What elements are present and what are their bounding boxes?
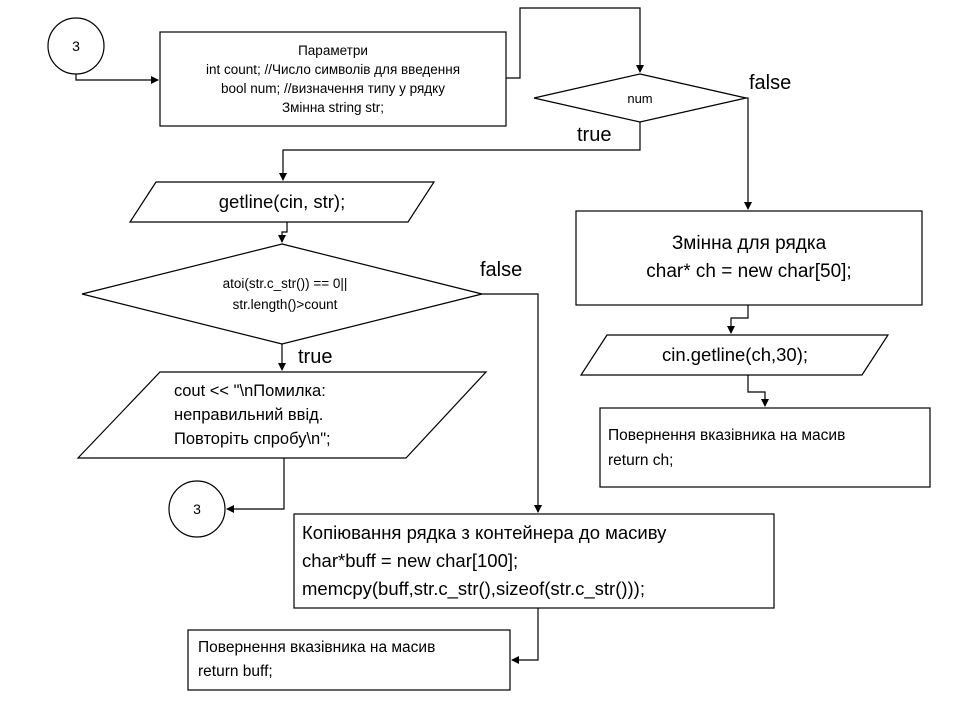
error-output-line-2: неправильний ввід. xyxy=(174,406,324,424)
edge-num-false xyxy=(744,97,752,210)
params-line-1: Параметри xyxy=(298,43,368,58)
connector-bottom-text: 3 xyxy=(193,501,201,517)
char-block-line-1: Змінна для рядка xyxy=(671,233,827,254)
edge-check-false xyxy=(482,293,542,513)
connector-bottom-label: 3 xyxy=(169,481,225,537)
label-check-false: false xyxy=(480,259,523,281)
return-ch-shape xyxy=(599,407,931,488)
char-block-line-2: char* ch = new char[50]; xyxy=(646,261,852,282)
params-line-2: int count; //Число символів для введення xyxy=(205,62,461,77)
params-block: Параметри int count; //Число символів дл… xyxy=(160,32,506,126)
error-output: cout << "\nПомилка: неправильний ввід. П… xyxy=(174,374,394,456)
decision-check-line-2: str.length()>count xyxy=(232,297,338,312)
copy-line-1: Копіювання рядка з контейнера до масиву xyxy=(302,522,667,543)
edge-getline-to-check xyxy=(278,222,288,243)
copy-line-3: memcpy(buff,str.c_str(),sizeof(str.c_str… xyxy=(302,578,645,599)
return-ch-line-1: Повернення вказівника на масив xyxy=(608,426,846,444)
getline-io-shape xyxy=(128,181,436,223)
return-buff-shape xyxy=(187,629,511,691)
decision-num: num xyxy=(590,86,690,110)
cin-getline-io: cin.getline(ch,30); xyxy=(585,335,885,375)
decision-check-line-1: atoi(str.c_str()) == 0|| xyxy=(222,276,348,291)
error-output-line-1: cout << "\nПомилка: xyxy=(174,382,326,400)
getline-io-text: getline(cin, str); xyxy=(218,191,346,212)
return-buff-line-2: return buff; xyxy=(198,663,273,680)
return-buff: Повернення вказівника на масив return bu… xyxy=(198,632,506,688)
edge-connector-to-params xyxy=(75,74,159,84)
label-num-true: true xyxy=(577,124,612,146)
edge-cin-to-return xyxy=(747,375,769,407)
return-ch-line-2: return ch; xyxy=(608,451,674,469)
edge-error-to-connector xyxy=(226,458,285,513)
connector-bottom-shape xyxy=(168,480,226,538)
params-line-3: bool num; //визначення типу у рядку xyxy=(220,81,445,96)
char-block: Змінна для рядка char* ch = new char[50]… xyxy=(576,211,922,305)
char-block-shape xyxy=(575,210,923,306)
decision-num-text: num xyxy=(627,90,653,106)
return-buff-line-1: Повернення вказівника на масив xyxy=(198,639,436,656)
copy-block: Копіювання рядка з контейнера до масиву … xyxy=(302,516,770,606)
edge-num-true xyxy=(279,122,641,181)
label-check-true: true xyxy=(298,346,333,368)
cin-getline-io-text: cin.getline(ch,30); xyxy=(661,344,809,365)
return-ch: Повернення вказівника на масив return ch… xyxy=(608,410,926,485)
edge-char-to-cin xyxy=(727,305,749,334)
params-block-shape xyxy=(159,31,507,127)
decision-check: atoi(str.c_str()) == 0|| str.length()>co… xyxy=(170,270,400,318)
cin-getline-io-shape xyxy=(579,334,890,376)
connector-top-text: 3 xyxy=(72,38,80,54)
copy-block-shape xyxy=(293,513,775,609)
edge-params-to-num xyxy=(506,7,644,79)
copy-line-2: char*buff = new char[100]; xyxy=(302,550,519,571)
connector-top-label: 3 xyxy=(48,18,104,74)
error-output-shape xyxy=(76,371,488,459)
getline-io: getline(cin, str); xyxy=(140,182,424,222)
params-line-4: Змінна string str; xyxy=(281,100,385,115)
error-output-line-3: Повторіть спробу\n"; xyxy=(174,430,331,448)
label-num-false: false xyxy=(749,72,792,94)
edge-copy-to-return xyxy=(511,608,539,664)
